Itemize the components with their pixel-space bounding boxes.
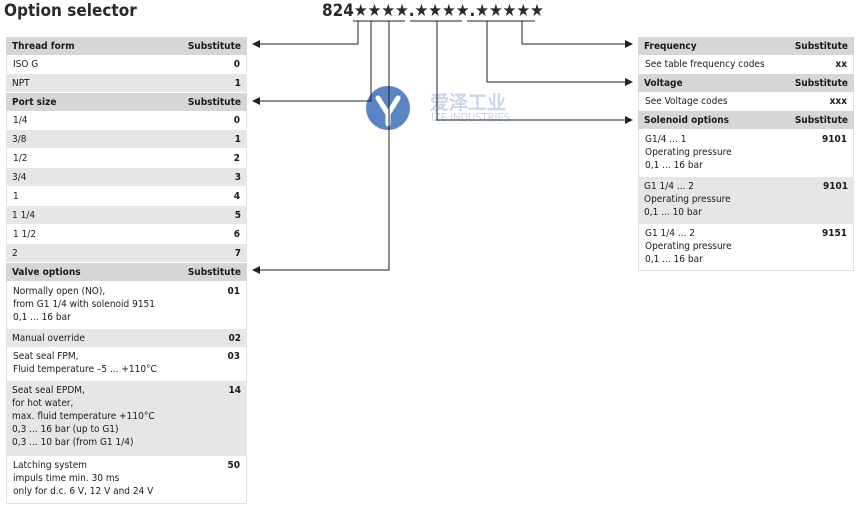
right-option-table: Frequency Substitute See table frequency…	[638, 37, 854, 271]
watermark-subtext: IZE INDUSTRIES	[431, 111, 510, 124]
table-row: G1 1/4 ... 2 Operating pressure 0,1 ... …	[638, 224, 854, 270]
watermark-logo-icon	[366, 86, 410, 130]
table-row: NPT 1	[6, 74, 247, 92]
solenoid-options-header: Solenoid options Substitute	[638, 111, 854, 129]
frequency-header: Frequency Substitute	[638, 37, 854, 55]
port-size-header: Port size Substitute	[6, 93, 247, 111]
page-title: Option selector	[4, 1, 137, 21]
table-row: 1 1/2 6	[6, 225, 247, 243]
table-row: Latching system impuls time min. 30 ms o…	[6, 456, 247, 503]
left-option-table: Thread form Substitute ISO G 0 NPT 1 Por…	[6, 37, 247, 504]
table-row: 1 4	[6, 187, 247, 205]
table-row: 1/4 0	[6, 111, 247, 129]
table-row: See Voltage codes xxx	[638, 92, 854, 111]
table-row: Seat seal FPM, Fluid temperature –5 ... …	[6, 347, 247, 381]
valve-options-header: Valve options Substitute	[6, 263, 247, 281]
table-row: Seat seal EPDM, for hot water, max. flui…	[6, 381, 247, 456]
thread-form-header: Thread form Substitute	[6, 37, 247, 55]
table-row: G1 1/4 ... 2 Operating pressure 0,1 ... …	[638, 177, 854, 224]
table-row: 2 7	[6, 244, 247, 262]
table-row: 3/4 3	[6, 168, 247, 186]
table-row: 3/8 1	[6, 130, 247, 148]
table-row: Normally open (NO), from G1 1/4 with sol…	[6, 281, 247, 329]
type-code: 824★★★★.★★★★.★★★★★	[322, 1, 544, 21]
table-row: ISO G 0	[6, 55, 247, 73]
voltage-header: Voltage Substitute	[638, 74, 854, 92]
table-row: Manual override 02	[6, 329, 247, 347]
table-row: See table frequency codes xx	[638, 55, 854, 74]
table-row: G1/4 ... 1 Operating pressure 0,1 ... 16…	[638, 129, 854, 177]
table-row: 1 1/4 5	[6, 206, 247, 224]
table-row: 1/2 2	[6, 149, 247, 167]
